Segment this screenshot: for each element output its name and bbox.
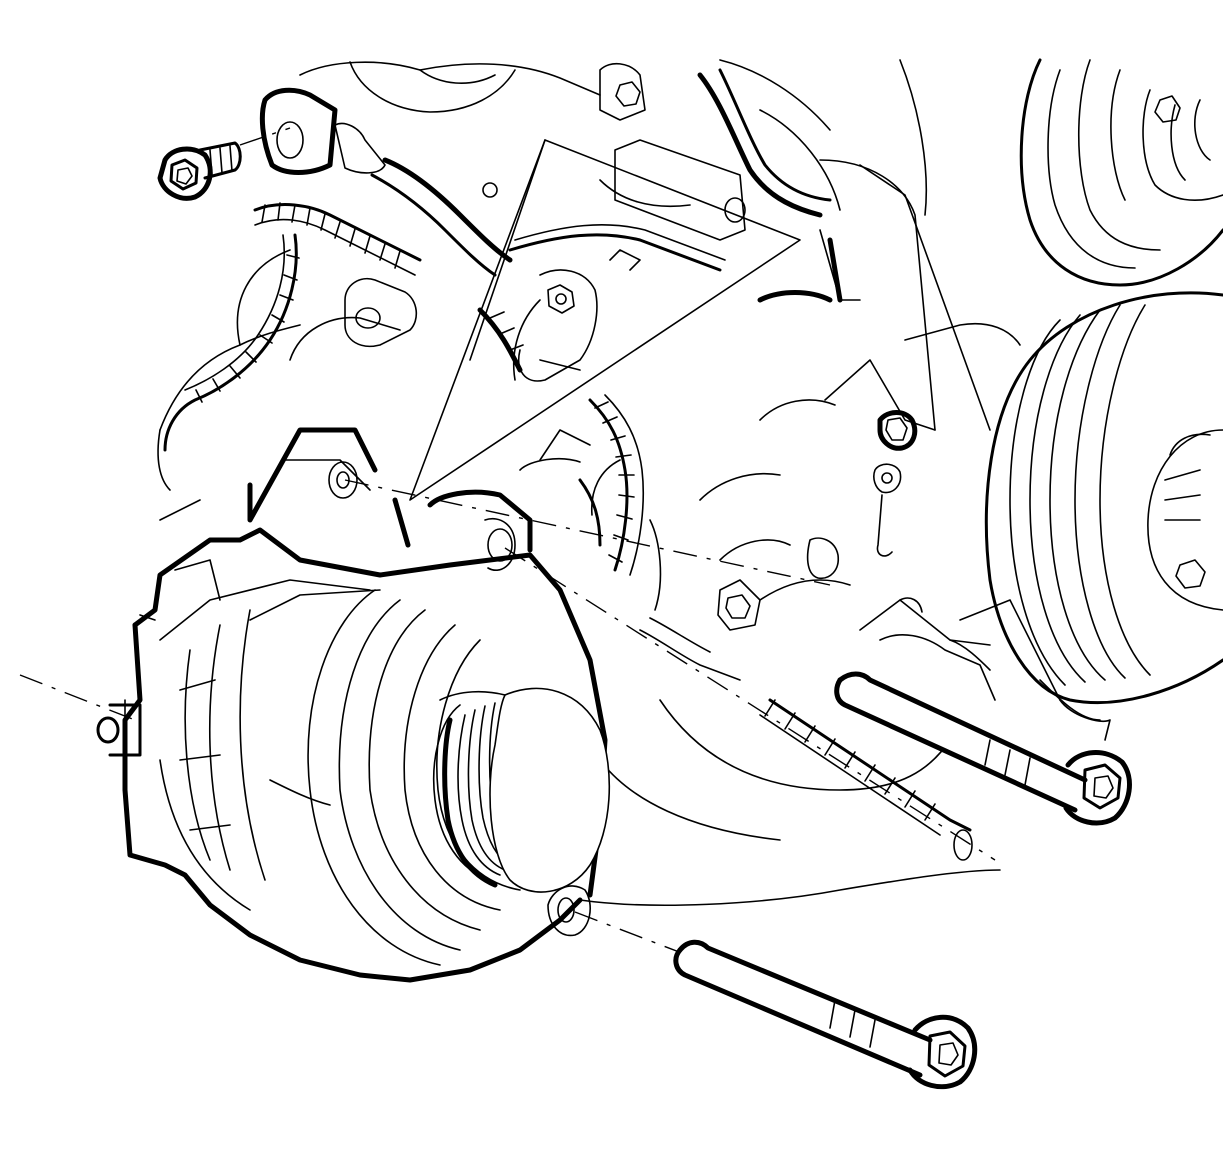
mounting-bolt-upper <box>834 671 1132 826</box>
bracket-bolt <box>157 141 242 201</box>
mounting-bracket <box>409 62 861 501</box>
right-bracket <box>717 359 996 701</box>
generator-pulley <box>432 687 611 893</box>
sensor-connector <box>259 87 513 277</box>
engine-block <box>157 59 1101 907</box>
mounting-bolt-lower <box>673 939 978 1090</box>
generator <box>96 427 608 983</box>
crankshaft-balancer <box>984 58 1223 741</box>
generator-lower-ear <box>547 885 591 937</box>
wiring-harness <box>163 202 973 861</box>
